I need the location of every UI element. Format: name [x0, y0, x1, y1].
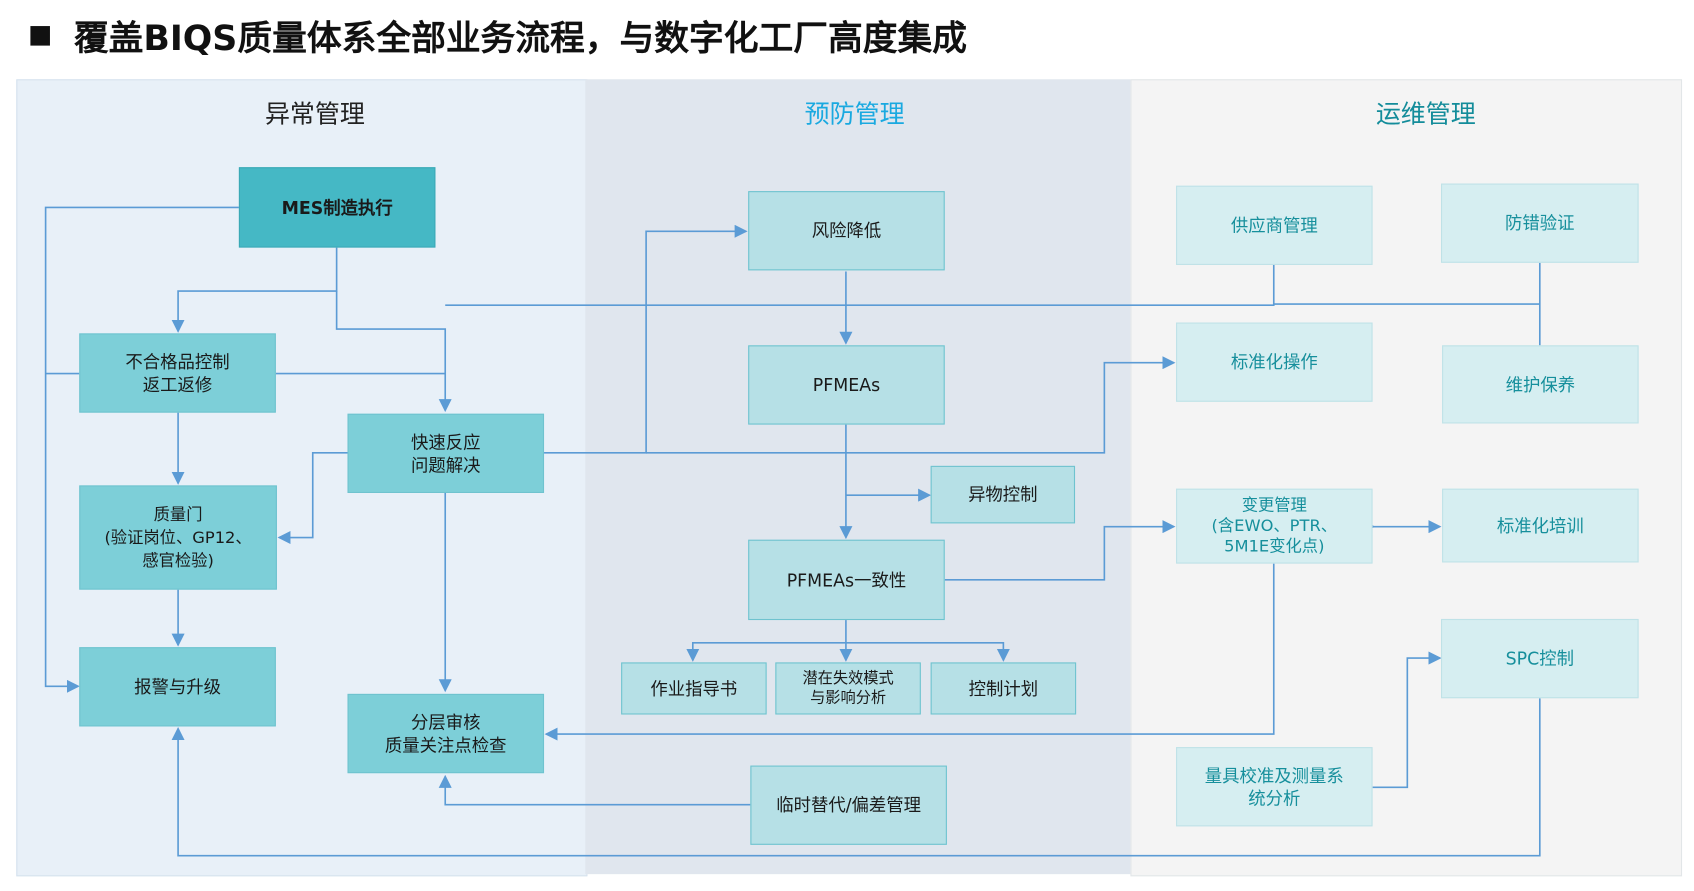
alarm-escalation-box[interactable]: 报警与升级: [79, 647, 276, 727]
change-management-box[interactable]: 变更管理 (含EWO、PTR、 5M1E变化点): [1176, 488, 1373, 564]
standard-training-box[interactable]: 标准化培训: [1442, 488, 1639, 563]
error-proofing-box[interactable]: 防错验证: [1440, 183, 1639, 263]
page-title: 覆盖BIQS质量体系全部业务流程，与数字化工厂高度集成: [30, 11, 967, 61]
mes-box[interactable]: MES制造执行: [238, 167, 436, 248]
control-plan-box[interactable]: 控制计划: [930, 662, 1077, 715]
pfmea-box[interactable]: PFMEAs: [748, 345, 945, 425]
section-title-operations: 运维管理: [1375, 100, 1476, 130]
bullet-square-icon: [30, 26, 50, 46]
layered-audit-box[interactable]: 分层审核 质量关注点检查: [347, 693, 545, 774]
work-instruction-box[interactable]: 作业指导书: [621, 662, 767, 715]
risk-reduction-box[interactable]: 风险降低: [748, 191, 945, 271]
page-title-text: 覆盖BIQS质量体系全部业务流程，与数字化工厂高度集成: [73, 17, 968, 59]
nonconforming-control-box[interactable]: 不合格品控制 返工返修: [79, 333, 276, 413]
section-title-prevention: 预防管理: [804, 100, 905, 130]
pfmea-consistency-box[interactable]: PFMEAs一致性: [748, 539, 945, 621]
foreign-matter-control-box[interactable]: 异物控制: [930, 465, 1076, 524]
fmea-box[interactable]: 潜在失效模式 与影响分析: [775, 662, 921, 715]
standard-operation-box[interactable]: 标准化操作: [1176, 322, 1373, 402]
quality-gate-box[interactable]: 质量门 (验证岗位、GP12、 感官检验): [79, 485, 277, 590]
msa-box[interactable]: 量具校准及测量系 统分析: [1176, 747, 1373, 827]
quick-response-box[interactable]: 快速反应 问题解决: [347, 413, 545, 493]
deviation-management-box[interactable]: 临时替代/偏差管理: [750, 765, 947, 845]
maintenance-box[interactable]: 维护保养: [1442, 345, 1639, 424]
spc-control-box[interactable]: SPC控制: [1440, 618, 1639, 699]
section-title-anomaly: 异常管理: [264, 100, 365, 130]
supplier-management-box[interactable]: 供应商管理: [1176, 185, 1373, 265]
